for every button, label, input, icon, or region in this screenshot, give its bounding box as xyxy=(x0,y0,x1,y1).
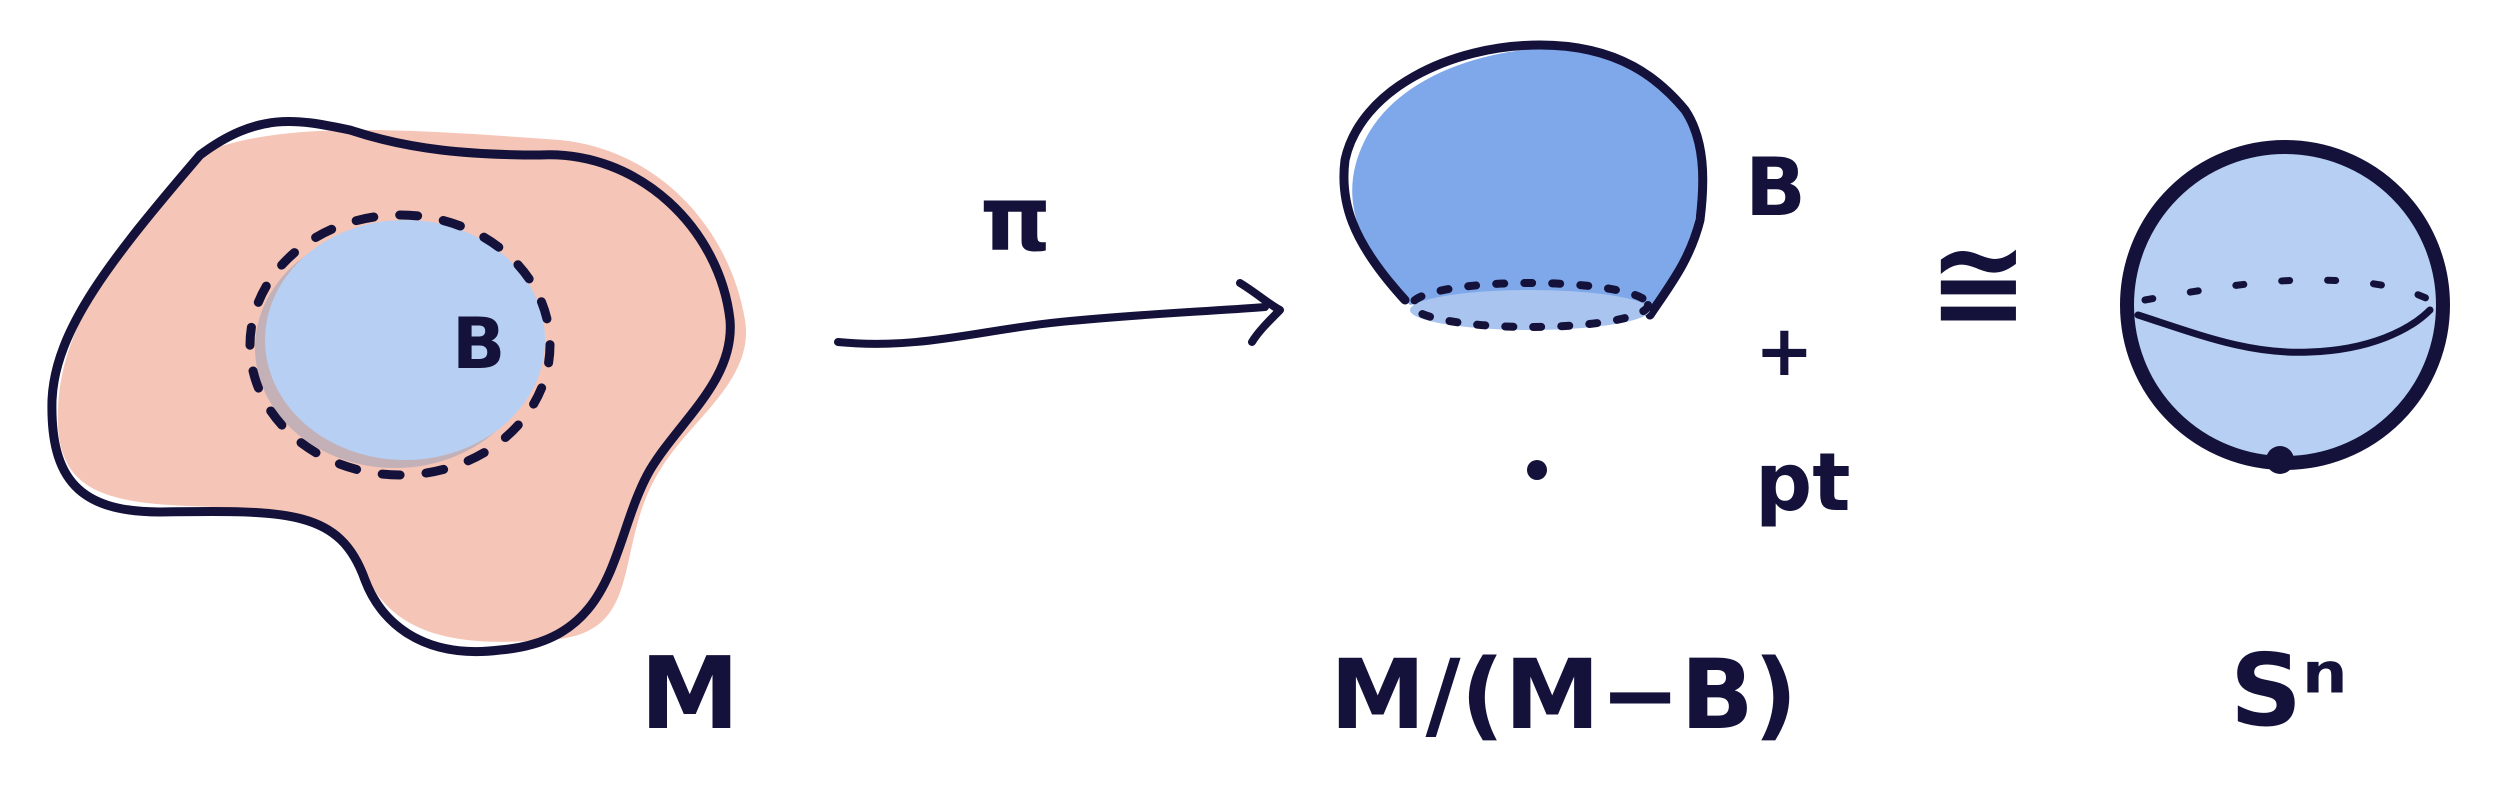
sphere-equator-back xyxy=(2141,276,2434,304)
arrow-head xyxy=(1236,279,1284,346)
ball-dashed-boundary xyxy=(245,210,555,480)
projection-arrow xyxy=(834,279,1284,348)
sphere-equator-front xyxy=(2134,306,2434,356)
sphere-label: Sⁿ xyxy=(2230,632,2348,749)
sphere-group xyxy=(2120,140,2450,474)
quotient-group xyxy=(1339,40,1708,480)
manifold-group xyxy=(47,117,747,656)
ball-label: B xyxy=(452,303,505,385)
arrow-shaft xyxy=(834,303,1269,348)
sphere-fill xyxy=(2127,147,2443,463)
cap-label: B xyxy=(1745,141,1806,234)
collapsed-point xyxy=(1527,460,1547,480)
cap-outline xyxy=(1339,40,1708,320)
point-label: pt xyxy=(1755,436,1851,529)
homeomorphic-symbol: ≅ xyxy=(1928,215,2029,354)
ball-fill xyxy=(265,220,545,460)
cap-dashed-rim xyxy=(1408,279,1652,331)
projection-label: π xyxy=(980,167,1051,272)
quotient-label: M/(M−B) xyxy=(1330,639,1797,751)
manifold-outline xyxy=(47,117,735,656)
sphere-basepoint xyxy=(2266,446,2294,474)
cap-bottom-rim xyxy=(1410,290,1650,330)
cap-fill xyxy=(1352,47,1700,310)
manifold-label: M xyxy=(640,635,740,752)
plus-sign: + xyxy=(1755,310,1814,392)
